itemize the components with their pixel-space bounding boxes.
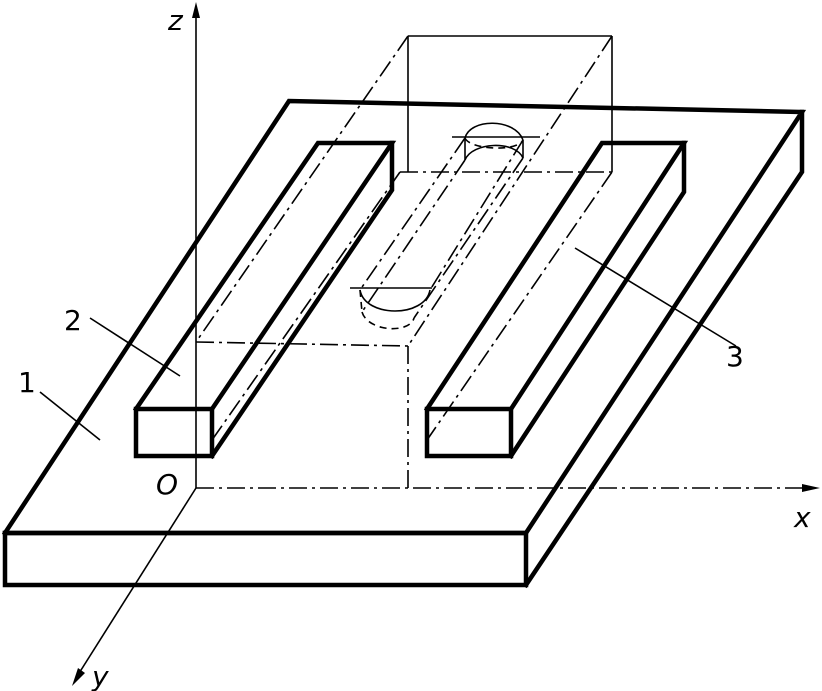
coordinate-axes: z x y O [72, 2, 820, 691]
slot-back-inner-arc [464, 144, 524, 161]
left-rail [132, 140, 397, 460]
callout-2-leader [89, 317, 181, 377]
slot-back-arc-top [464, 122, 524, 141]
left-rail-front [133, 406, 215, 459]
callout-3-leader [574, 247, 737, 347]
right-rail-top [423, 140, 689, 413]
callout-2-label: 2 [64, 304, 82, 337]
z-axis-arrow [192, 2, 200, 18]
slot-front-left-wall [359, 289, 363, 313]
left-rail-side [208, 140, 395, 460]
y-axis-label: y [91, 660, 109, 691]
x-axis-arrow [802, 484, 820, 492]
slot-right-inner-edge [413, 157, 524, 319]
callout-1-leader [39, 391, 101, 441]
x-axis-label: x [793, 501, 811, 534]
y-axis-arrow [72, 668, 85, 686]
right-rail-front [424, 406, 514, 459]
slot-left-inner-edge [361, 159, 466, 313]
envelope-bottom-right-edge [426, 171, 613, 441]
envelope-front-top-edge [195, 341, 409, 347]
callout-3-label: 3 [726, 340, 744, 373]
base-plate-front-face [2, 530, 529, 588]
origin-label: O [156, 468, 178, 501]
y-axis-line [75, 487, 197, 679]
callout-1-label: 1 [18, 366, 36, 399]
z-axis-label: z [167, 4, 184, 37]
callouts: 1 2 3 [18, 247, 744, 441]
right-rail [423, 140, 689, 460]
slot-front-arc-hidden [361, 311, 415, 330]
right-rail-side [507, 140, 687, 460]
workpiece-envelope [195, 35, 613, 488]
slot-back-arc-hidden [464, 137, 524, 149]
slot-right-long-edge [429, 139, 524, 291]
envelope-top-left-edge [195, 35, 409, 343]
envelope-bottom-left-edge [211, 171, 401, 441]
base-plate [1, 98, 807, 589]
slot-feature [350, 122, 540, 330]
slot-front-arc [359, 289, 431, 312]
base-plate-right-face [522, 109, 805, 589]
left-rail-top [132, 140, 397, 413]
